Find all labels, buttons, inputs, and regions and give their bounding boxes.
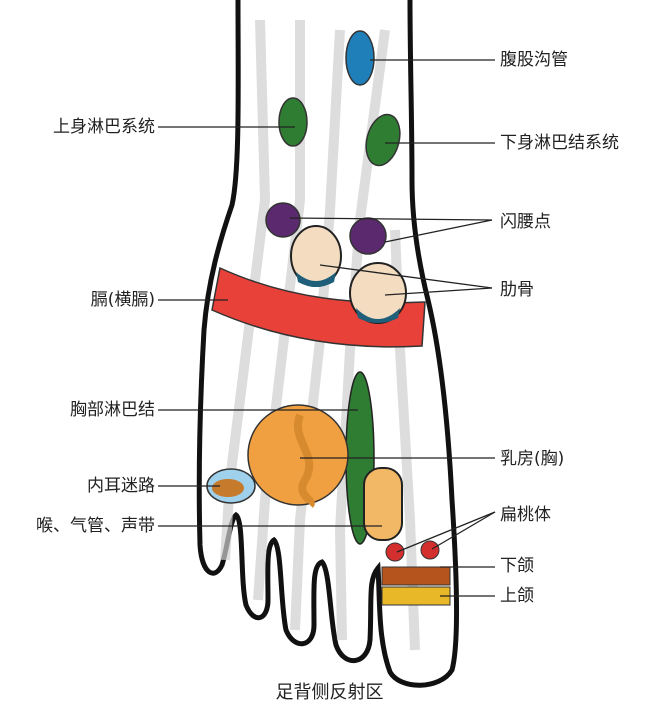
label-lower-lymph: 下身淋巴结系统 <box>500 133 619 153</box>
lumbar-point-left <box>265 202 301 238</box>
label-ribs: 肋骨 <box>500 280 534 300</box>
label-upper-lymph: 上身淋巴系统 <box>53 117 155 137</box>
label-lumbar-point: 闪腰点 <box>500 212 551 232</box>
label-upper-jaw: 上颌 <box>500 586 534 606</box>
lumbar-point-right <box>349 217 387 255</box>
tonsil-right <box>420 540 440 560</box>
label-tonsils: 扁桃体 <box>500 505 551 525</box>
label-inguinal-canal: 腹股沟管 <box>500 50 568 70</box>
diaphragm-zone <box>211 266 426 348</box>
caption: 足背侧反射区 <box>275 682 384 703</box>
label-breast: 乳房(胸) <box>500 449 565 469</box>
label-throat: 喉、气管、声带 <box>36 516 155 536</box>
leader-lines <box>158 59 496 597</box>
tonsil-left <box>385 542 405 562</box>
label-diaphragm: 膈(横膈) <box>90 290 155 310</box>
breast-zone <box>247 404 349 506</box>
label-chest-lymph: 胸部淋巴结 <box>70 400 155 420</box>
inguinal-canal-zone <box>345 30 375 86</box>
label-lower-jaw: 下颌 <box>500 556 534 576</box>
lower-jaw-zone <box>381 566 451 586</box>
label-inner-ear: 内耳迷路 <box>87 476 155 496</box>
upper-lymph-zone <box>278 97 308 147</box>
upper-jaw-zone <box>381 586 451 606</box>
throat-zone <box>363 467 403 541</box>
lower-lymph-zone <box>365 113 401 167</box>
